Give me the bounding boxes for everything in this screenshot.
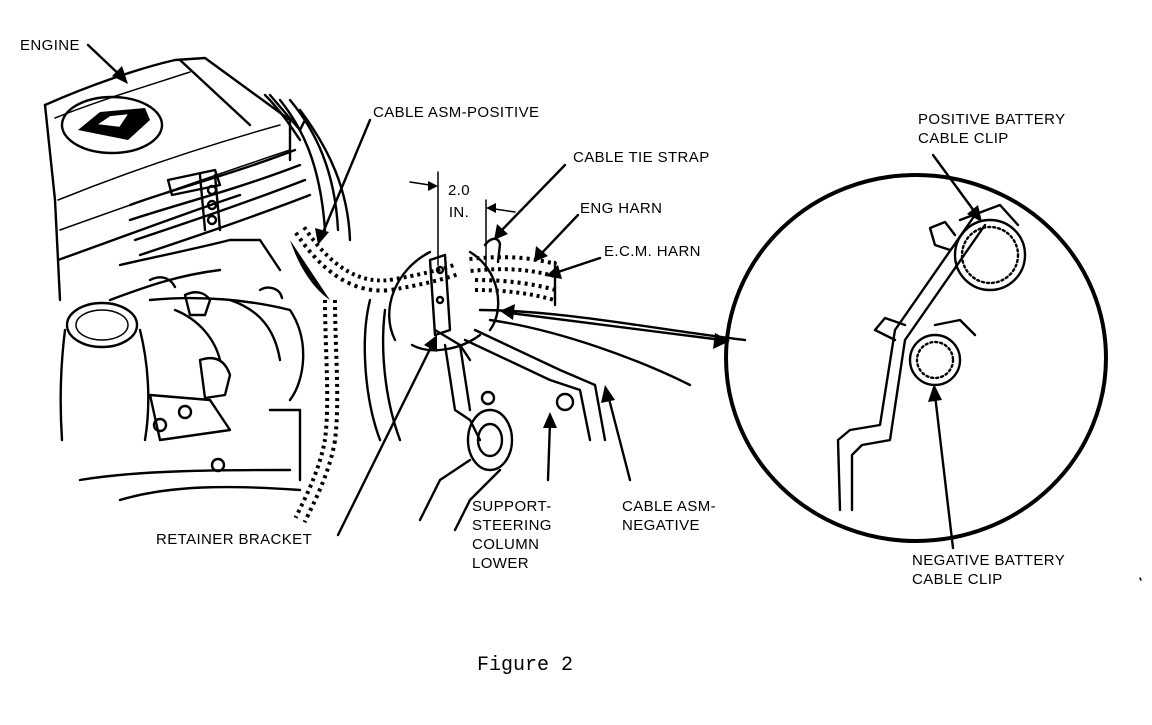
- scan-speck: [1139, 577, 1142, 581]
- cable-asm-negative-label: CABLE ASM- NEGATIVE: [622, 498, 717, 534]
- negative-clip-drawing: [873, 316, 977, 387]
- ecm-harn-label: E.C.M. HARN: [604, 243, 701, 260]
- engine-hoses: [108, 93, 352, 302]
- positive-cable-loom: [290, 226, 458, 524]
- engine-label: ENGINE: [20, 37, 80, 54]
- battery-cable-bracket: [836, 213, 987, 512]
- positive-battery-cable-clip-label: POSITIVE BATTERY CABLE CLIP: [918, 111, 1066, 147]
- leader-lines: [86, 43, 982, 550]
- throttle-body: [59, 276, 305, 502]
- magnified-detail: [724, 173, 1108, 543]
- dimension-mark: [409, 171, 516, 266]
- engine-harness-loom: [469, 255, 558, 307]
- retainer-bracket-label: RETAINER BRACKET: [156, 531, 313, 548]
- support-steering-column-lower-label: SUPPORT- STEERING COLUMN LOWER: [472, 498, 552, 572]
- negative-battery-cable-clip-label: NEGATIVE BATTERY CABLE CLIP: [912, 552, 1066, 588]
- detail-ring-left: [388, 250, 500, 352]
- cable-tie-strap-label: CABLE TIE STRAP: [573, 149, 710, 166]
- dimension-label: 2.0 IN.: [448, 182, 471, 221]
- engine-logo-emblem: [60, 95, 164, 155]
- figure-caption: Figure 2: [477, 654, 574, 677]
- eng-harn-label: ENG HARN: [580, 200, 663, 217]
- cable-asm-positive-label: CABLE ASM-POSITIVE: [373, 104, 540, 121]
